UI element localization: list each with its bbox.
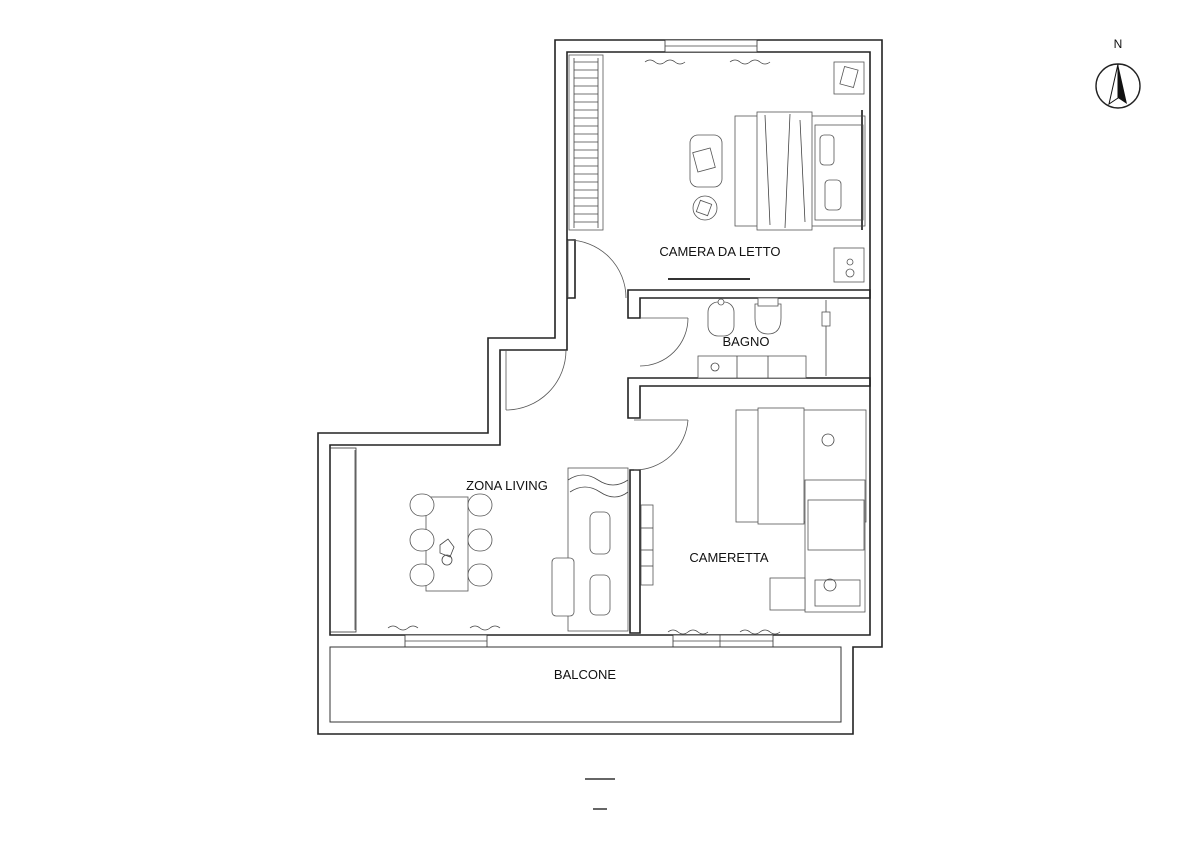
compass: N — [1095, 37, 1141, 109]
dining-chair — [467, 563, 493, 587]
kids-room-furniture — [640, 407, 867, 635]
bathroom-fixtures — [697, 297, 831, 379]
dining-chair — [409, 528, 435, 552]
dining-chair — [409, 493, 435, 517]
dining-chair — [409, 563, 435, 587]
dining-chair — [467, 528, 493, 552]
living-furniture — [387, 467, 629, 632]
dining-chair — [467, 493, 493, 517]
room-label-kids-room: CAMERETTA — [689, 550, 769, 565]
room-label-bedroom: CAMERA DA LETTO — [659, 244, 780, 259]
compass-north-label: N — [1114, 37, 1123, 51]
room-label-bathroom: BAGNO — [723, 334, 770, 349]
scale-bar — [585, 778, 615, 810]
doors — [505, 239, 689, 471]
room-label-living: ZONA LIVING — [466, 478, 548, 493]
windows — [329, 39, 774, 648]
north-arrow-icon — [1095, 63, 1141, 109]
bedroom-furniture — [568, 54, 866, 283]
room-label-balcony: BALCONE — [554, 667, 616, 682]
outer-walls — [317, 39, 883, 735]
balcony-railing — [329, 646, 842, 723]
